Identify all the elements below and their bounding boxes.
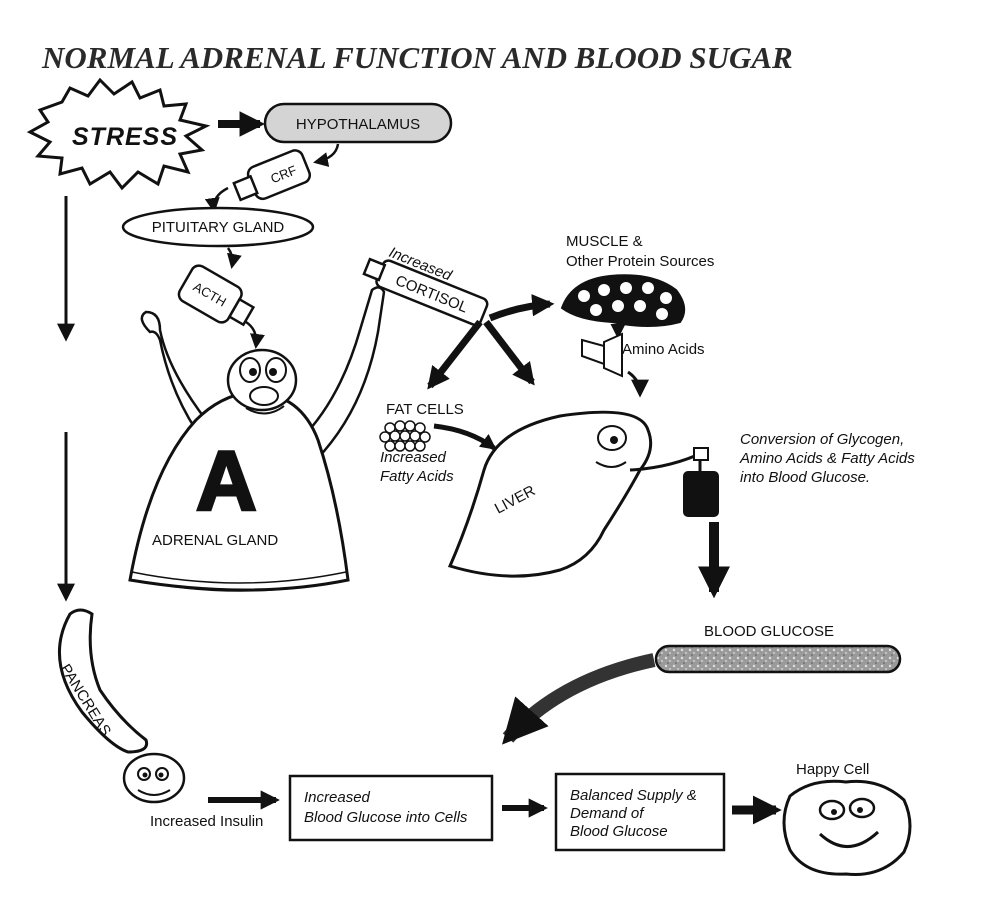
arrow-acth-adrenal [245,320,265,349]
box1-line1: Increased [304,789,371,806]
box-balanced-supply: Balanced Supply & Demand of Blood Glucos… [554,772,726,852]
box2-line3: Blood Glucose [570,823,668,840]
amino-acids-label: Amino Acids [622,341,705,358]
liver-character: LIVER [447,410,705,578]
fatty-acids-label-line1: Increased [380,449,447,466]
adrenal-gland-character: A ADRENAL GLAND [128,286,386,592]
conversion-label-line1: Conversion of Glycogen, [740,431,904,448]
muscle-label-line2: Other Protein Sources [566,253,714,270]
arrow-crf-pituitary [204,186,229,213]
arrow-hypothalamus-crf [313,143,340,167]
arrow-blood-glucose-cells [502,653,656,745]
adrenal-letter: A [196,434,257,528]
box1-line2: Blood Glucose into Cells [304,809,468,826]
happy-cell-label: Happy Cell [796,761,869,778]
fatty-acids-label-line2: Fatty Acids [380,468,454,485]
box2-line2: Demand of [570,805,645,822]
blood-glucose-tube [654,644,902,674]
adrenal-label: ADRENAL GLAND [152,532,278,549]
arrow-fat-liver [433,423,497,451]
conversion-label-line3: into Blood Glucose. [740,469,870,486]
crf-bottle-icon: CRF [232,149,312,202]
arrow-amino-liver [627,370,649,398]
increased-insulin-label: Increased Insulin [150,813,263,830]
hypothalamus-node: HYPOTHALAMUS [263,102,453,144]
arrow-cortisol-fat [427,319,483,390]
fat-cells-icon [379,420,431,452]
pituitary-node: PITUITARY GLAND [121,206,315,248]
muscle-icon [560,274,686,327]
fat-cells-label: FAT CELLS [386,401,464,418]
stress-label: STRESS [72,123,178,151]
happy-cell-character [782,779,912,877]
box-increased-glucose-cells: Increased Blood Glucose into Cells [288,774,494,842]
stress-burst: STRESS [26,77,211,191]
box2-line1: Balanced Supply & [570,787,697,804]
spray-bottle-icon [683,447,719,517]
acth-bottle-icon: ACTH [177,264,256,327]
arrow-pituitary-acth [226,247,242,269]
arrow-cortisol-muscle [488,294,555,322]
muscle-label-line1: MUSCLE & [566,233,643,250]
conversion-label-line2: Amino Acids & Fatty Acids [739,450,915,467]
arrow-cortisol-liver [483,319,535,386]
hypothalamus-label: HYPOTHALAMUS [296,116,420,133]
pancreas-character: PANCREAS [57,608,186,804]
page-title: NORMAL ADRENAL FUNCTION AND BLOOD SUGAR [41,40,793,75]
amino-megaphone-icon [581,332,623,378]
pituitary-label: PITUITARY GLAND [152,219,285,236]
blood-glucose-label: BLOOD GLUCOSE [704,623,834,640]
